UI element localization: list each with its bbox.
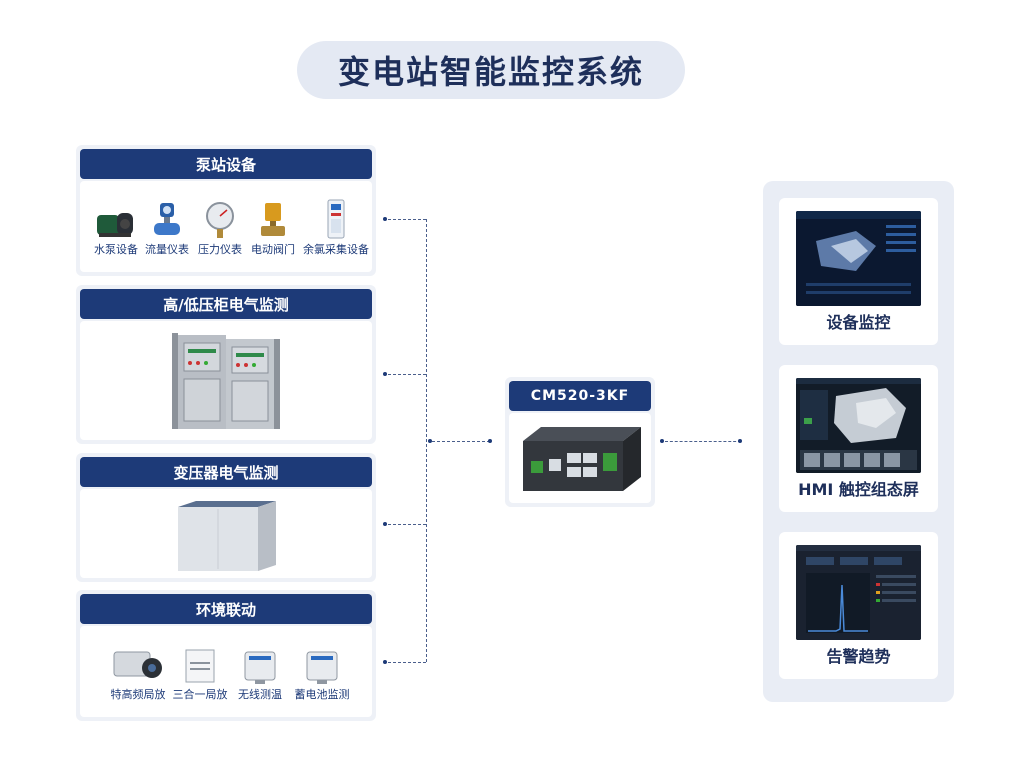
- pump-station-header: 泵站设备: [80, 149, 372, 179]
- water-pump-icon: [86, 199, 146, 239]
- connector-dot-environment: [383, 660, 387, 664]
- battery-monitoring-item: 蓄电池监测: [292, 644, 352, 702]
- wireless-temperature-item: 无线测温: [230, 644, 290, 702]
- three-in-one-sensor-icon: [170, 644, 230, 684]
- switchgear-header: 高/低压柜电气监测: [80, 289, 372, 319]
- alarm-trend-card: 告警趋势: [779, 532, 938, 679]
- connector-dot-transformer: [383, 522, 387, 526]
- residual-chlorine-label: 余氯采集设备: [303, 243, 369, 256]
- uhf-partial-discharge-label: 特高频局放: [110, 688, 166, 701]
- connector-h-gateway-out: [665, 441, 741, 442]
- connector-dot-gateway-out: [660, 439, 664, 443]
- temperature-sensor-icon: [230, 644, 290, 684]
- wireless-temperature-label: 无线测温: [238, 688, 282, 701]
- battery-monitoring-label: 蓄电池监测: [294, 688, 350, 701]
- water-pump-item: 水泵设备: [86, 199, 146, 257]
- transformer-box-image: [176, 499, 280, 577]
- connector-dot-trunk: [428, 439, 432, 443]
- connector-h-environment: [388, 662, 426, 663]
- connector-h-pump: [388, 219, 426, 220]
- pump-station-panel: 泵站设备 水泵设备 流量仪表: [76, 145, 376, 276]
- switchgear-body: [80, 321, 372, 440]
- environment-panel: 环境联动 特高频局放 三合一局放: [76, 590, 376, 721]
- device-monitoring-card: 设备监控: [779, 198, 938, 345]
- connector-h-switchgear: [388, 374, 426, 375]
- environment-header: 环境联动: [80, 594, 372, 624]
- switchgear-panel: 高/低压柜电气监测: [76, 285, 376, 444]
- electric-valve-icon: [243, 199, 303, 239]
- page-title-pill: 变电站智能监控系统: [297, 41, 685, 99]
- gateway-device-image: [517, 423, 645, 503]
- connector-dot-switchgear: [383, 372, 387, 376]
- uhf-partial-discharge-item: 特高频局放: [108, 644, 168, 702]
- flow-meter-icon: [137, 199, 197, 239]
- connector-h-gateway-in: [432, 441, 490, 442]
- water-pump-label: 水泵设备: [94, 243, 138, 256]
- pump-station-body: 水泵设备 流量仪表 压力仪表: [80, 181, 372, 272]
- hmi-touch-screen-card: HMI 触控组态屏: [779, 365, 938, 512]
- hmi-screenshot: [796, 378, 921, 473]
- transformer-panel: 变压器电气监测: [76, 453, 376, 582]
- connector-dot-gateway-in: [488, 439, 492, 443]
- connector-h-transformer: [388, 524, 426, 525]
- pressure-gauge-icon: [190, 199, 250, 239]
- connector-dot-pump: [383, 217, 387, 221]
- transformer-header: 变压器电气监测: [80, 457, 372, 487]
- pressure-gauge-label: 压力仪表: [198, 243, 242, 256]
- three-in-one-discharge-item: 三合一局放: [170, 644, 230, 702]
- environment-body: 特高频局放 三合一局放 无线测温: [80, 626, 372, 717]
- right-outputs-column: 设备监控 HMI 触控组态屏: [763, 181, 954, 702]
- residual-chlorine-item: 余氯采集设备: [302, 199, 370, 257]
- pressure-gauge-item: 压力仪表: [190, 199, 250, 257]
- transformer-body: [80, 489, 372, 578]
- alarm-trend-screenshot: [796, 545, 921, 640]
- gateway-card: CM520-3KF: [505, 377, 655, 507]
- switchgear-cabinet-image: [172, 329, 282, 435]
- alarm-trend-label: 告警趋势: [826, 647, 891, 666]
- battery-sensor-icon: [292, 644, 352, 684]
- hmi-touch-screen-label: HMI 触控组态屏: [798, 480, 919, 499]
- device-monitoring-label: 设备监控: [826, 313, 891, 332]
- gateway-model-header: CM520-3KF: [509, 381, 651, 411]
- connector-v-trunk: [426, 219, 427, 662]
- device-monitoring-screenshot: [796, 211, 921, 306]
- three-in-one-discharge-label: 三合一局放: [172, 688, 228, 701]
- flow-meter-label: 流量仪表: [145, 243, 189, 256]
- uhf-sensor-icon: [108, 644, 168, 684]
- connector-dot-right: [738, 439, 742, 443]
- page-title: 变电站智能监控系统: [337, 53, 644, 91]
- gateway-body: [509, 413, 651, 503]
- flow-meter-item: 流量仪表: [137, 199, 197, 257]
- electric-valve-label: 电动阀门: [251, 243, 295, 256]
- electric-valve-item: 电动阀门: [243, 199, 303, 257]
- chlorine-analyzer-icon: [302, 199, 370, 239]
